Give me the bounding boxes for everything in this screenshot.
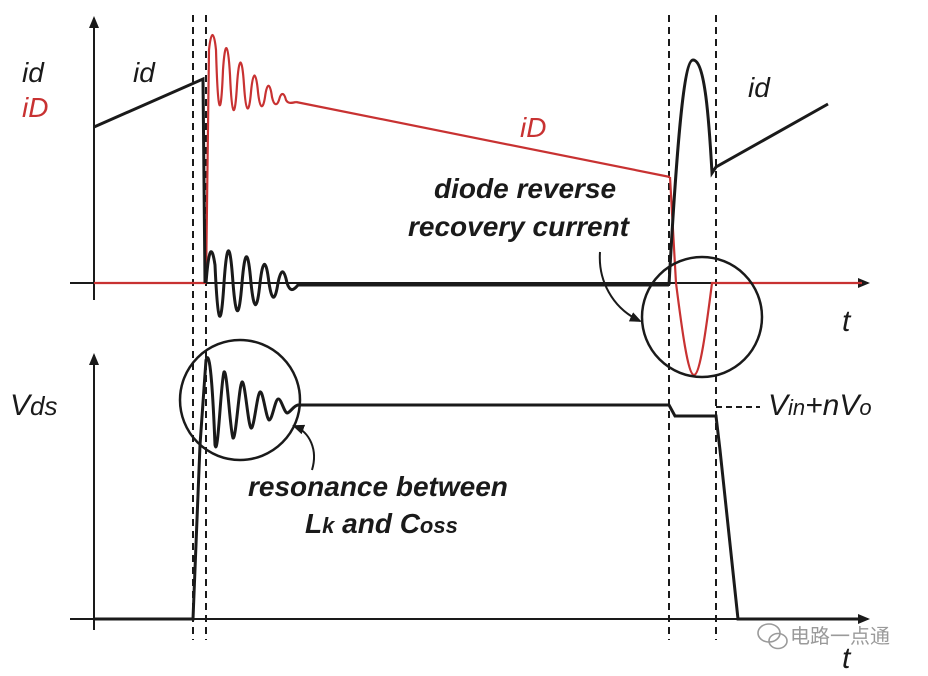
watermark: 电路一点通 — [757, 623, 890, 650]
dashed-guides — [192, 15, 717, 640]
wechat-icon — [757, 623, 788, 650]
t-label-top: t — [842, 305, 852, 338]
iD-ringing-trace — [204, 33, 297, 284]
iD-ramp-down — [295, 100, 671, 179]
id-label-right: id — [748, 72, 771, 103]
diode-annot-line2: recovery current — [408, 211, 631, 242]
t-label-bottom: t — [842, 642, 852, 675]
id-ramp-left — [93, 76, 207, 284]
iD-label-mid: iD — [520, 112, 546, 143]
resonance-annot-arrow — [292, 424, 315, 471]
y-axis-label-id: id — [22, 57, 45, 88]
vds-trace — [94, 356, 862, 621]
resonance-annot-line1: resonance between — [248, 471, 508, 502]
id-label-left: id — [133, 57, 156, 88]
y-axis-label-iD: iD — [22, 92, 48, 123]
resonance-annot-line2: Lk and Coss — [305, 508, 458, 539]
watermark-text: 电路一点通 — [790, 624, 890, 648]
vds-level-label: Vin+nVo — [768, 389, 872, 422]
diode-annot-arrow — [598, 251, 642, 322]
y-axis-label-vds: Vds — [10, 389, 57, 422]
reverse-recovery-circle — [640, 255, 764, 379]
resonance-circle — [178, 338, 302, 462]
diode-annot-line1: diode reverse — [434, 173, 616, 204]
iD-reverse-recovery — [668, 176, 862, 377]
id-overshoot — [667, 58, 829, 286]
id-ringing-trace — [204, 249, 669, 318]
